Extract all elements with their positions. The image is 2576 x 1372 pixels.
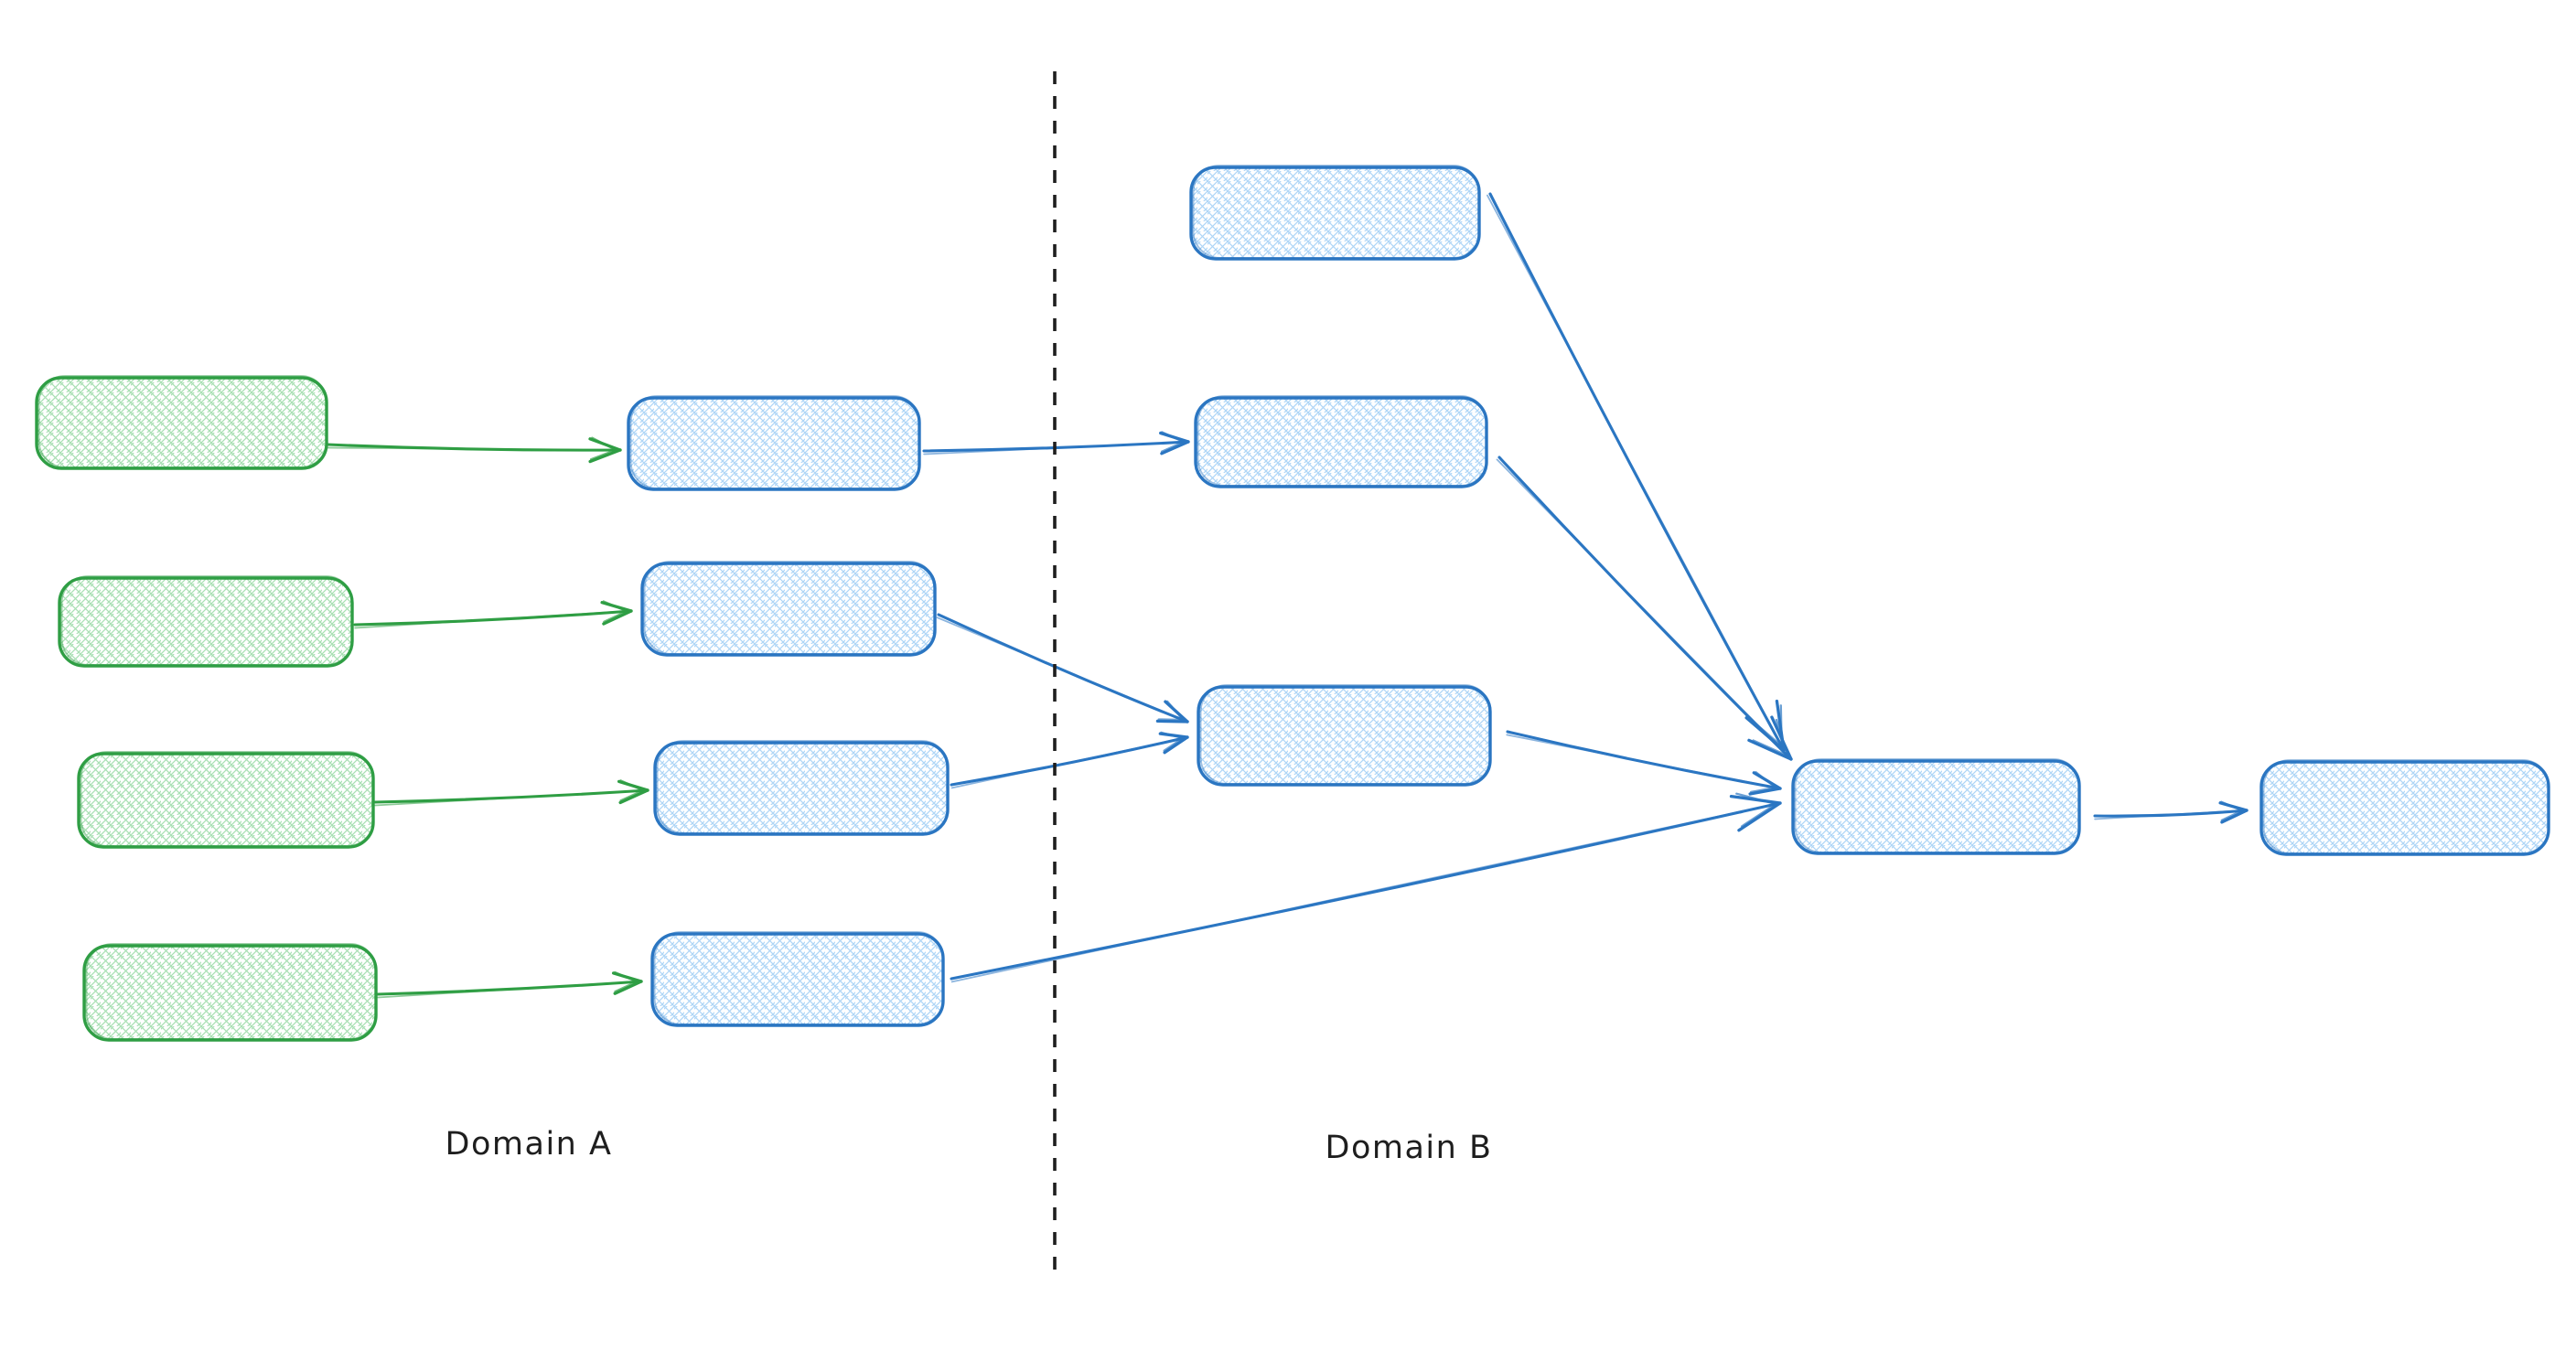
node-stage-a4 xyxy=(650,931,945,1027)
edge-stage-a3-to-stage-b3 xyxy=(950,731,1189,789)
edge-stage-b1-to-merge xyxy=(1487,192,1786,752)
edge-stage-a2-to-stage-b3 xyxy=(936,613,1189,724)
node-merge xyxy=(1791,758,2081,855)
edge-source-3-to-stage-a3 xyxy=(373,779,649,807)
edge-merge-to-output xyxy=(2093,800,2249,824)
node-stage-a2 xyxy=(640,561,937,657)
label-domain-b: Domain B xyxy=(1326,1130,1493,1166)
edge-stage-a4-to-merge xyxy=(950,792,1782,983)
node-stage-b3 xyxy=(1197,684,1492,787)
edge-stage-b3-to-merge xyxy=(1506,730,1782,796)
node-output xyxy=(2259,759,2550,856)
nodes-layer xyxy=(35,165,2550,1042)
node-source-2 xyxy=(58,575,354,668)
node-source-4 xyxy=(82,943,378,1042)
edges-layer xyxy=(326,192,2249,999)
edge-source-4-to-stage-a4 xyxy=(376,970,643,999)
node-source-1 xyxy=(35,375,328,470)
node-source-3 xyxy=(77,751,375,849)
edge-source-1-to-stage-a1 xyxy=(326,436,622,464)
node-stage-a3 xyxy=(653,740,950,836)
label-domain-a: Domain A xyxy=(445,1126,613,1163)
node-stage-b2 xyxy=(1194,395,1488,488)
edge-source-2-to-stage-a2 xyxy=(353,600,633,629)
node-stage-a1 xyxy=(627,395,921,491)
edge-stage-b2-to-merge xyxy=(1496,456,1793,761)
node-stage-b1 xyxy=(1189,165,1481,261)
